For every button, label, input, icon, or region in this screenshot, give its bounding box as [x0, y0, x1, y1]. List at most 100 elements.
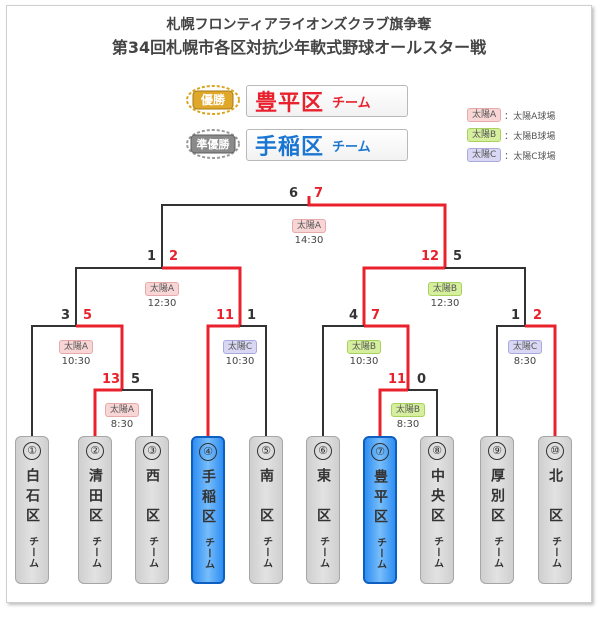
qf2-left-score: 11: [216, 308, 235, 323]
legend-desc-c: ：太陽C球場: [504, 151, 556, 162]
final-time: 14:30: [294, 235, 324, 246]
qf1-time: 10:30: [61, 356, 91, 367]
bracket-frame: 札幌フロンティアライオンズクラブ旗争奪 第34回札幌市各区対抗少年軟式野球オール…: [6, 5, 592, 603]
team-number: ⑤: [257, 442, 275, 460]
legend-item-c: 太陽C ：太陽C球場: [467, 147, 556, 163]
r1b-right-score: 0: [417, 372, 427, 387]
team-number: ⑧: [428, 442, 446, 460]
team-name: 手稲区: [200, 469, 216, 529]
r1b-venue-tag: 太陽B: [390, 403, 426, 417]
team-card-10: ⑩ 北 区 チーム: [538, 436, 572, 584]
team-suffix: チーム: [431, 536, 443, 569]
sf2-time: 12:30: [430, 298, 460, 309]
final-right-score: 7: [314, 186, 324, 201]
team-name: 中央区: [429, 468, 445, 528]
qf3-right-line: [364, 324, 410, 390]
qf4-right-line: [525, 324, 557, 436]
team-name: 白石区: [24, 468, 40, 528]
r1b-time: 8:30: [396, 419, 420, 430]
r1a-right-score: 5: [131, 372, 141, 387]
team-suffix: チーム: [89, 536, 101, 569]
r1a-left-line: [93, 388, 122, 436]
sf2-right-score: 5: [453, 249, 463, 264]
r1a-venue: 太陽A 8:30: [92, 397, 152, 430]
team-suffix: チーム: [146, 536, 158, 569]
team-number: ⑩: [546, 442, 564, 460]
qf1-venue: 太陽A 10:30: [46, 334, 106, 367]
team-suffix: チーム: [202, 537, 214, 570]
team-suffix: チーム: [491, 536, 503, 569]
team-number: ①: [23, 442, 41, 460]
final-left-score: 6: [289, 186, 299, 201]
sf1-venue: 太陽A 12:30: [132, 276, 192, 309]
qf3-venue: 太陽B 10:30: [334, 334, 394, 367]
qf2-venue-tag: 太陽C: [222, 340, 258, 354]
winner-team: 豊平区: [255, 91, 325, 116]
qf3-right-score: 7: [371, 308, 381, 323]
qf4-left-line: [496, 325, 525, 436]
team-number: ②: [86, 442, 104, 460]
legend-tag-c: 太陽C: [467, 148, 502, 162]
final-right-line: [307, 196, 447, 268]
team-name: 東 区: [315, 468, 331, 528]
qf1-venue-tag: 太陽A: [58, 340, 94, 354]
team-card-2: ② 清田区 チーム: [78, 436, 112, 584]
gold-medal-icon: 優勝: [186, 85, 240, 115]
r1b-right-line: [408, 389, 438, 436]
legend-desc-b: ：太陽B球場: [504, 131, 556, 142]
legend-desc-a: ：太陽A球場: [504, 111, 556, 122]
sf1-right-line: [162, 266, 242, 326]
qf3-left-line: [322, 325, 364, 436]
runner-up-box: 手稲区 チーム: [246, 129, 408, 161]
sf2-left-line: [362, 266, 445, 326]
qf4-left-score: 1: [511, 308, 521, 323]
silver-medal-icon: 準優勝: [186, 129, 240, 159]
runner-up-suffix: チーム: [332, 139, 371, 155]
r1b-left-score: 11: [388, 372, 407, 387]
legend-tag-a: 太陽A: [467, 108, 502, 122]
team-number: ⑥: [314, 442, 332, 460]
team-card-9: ⑨ 厚別区 チーム: [480, 436, 514, 584]
r1b-left-line: [378, 388, 408, 436]
qf2-right-score: 1: [247, 308, 257, 323]
r1a-time: 8:30: [110, 419, 134, 430]
qf2-left-line: [206, 324, 240, 436]
legend-item-b: 太陽B ：太陽B球場: [467, 127, 555, 143]
team-number: ④: [199, 443, 217, 461]
bracket-lines: [31, 196, 557, 436]
team-card-5: ⑤ 南 区 チーム: [249, 436, 283, 584]
title-line2: 第34回札幌市各区対抗少年軟式野球オールスター戦: [111, 38, 487, 57]
team-number: ③: [143, 442, 161, 460]
qf2-right-line: [240, 325, 267, 436]
team-card-7: ⑦ 豊平区 チーム: [363, 436, 397, 584]
runner-up-team: 手稲区: [255, 135, 325, 160]
team-suffix: チーム: [374, 537, 386, 570]
team-name: 南 区: [258, 468, 274, 528]
legend-item-a: 太陽A ：太陽A球場: [467, 107, 555, 123]
qf2-time: 10:30: [225, 356, 255, 367]
team-number: ⑦: [371, 443, 389, 461]
qf4-right-score: 2: [533, 308, 543, 323]
winner-box: 豊平区 チーム: [246, 85, 408, 117]
team-name: 厚別区: [489, 468, 505, 528]
team-name: 西 区: [144, 468, 160, 528]
team-card-1: ① 白石区 チーム: [15, 436, 49, 584]
qf1-left-score: 3: [61, 308, 71, 323]
team-name: 豊平区: [372, 469, 388, 529]
qf1-left-line: [31, 325, 76, 436]
team-card-6: ⑥ 東 区 チーム: [306, 436, 340, 584]
team-name: 北 区: [547, 468, 563, 528]
sf2-right-line: [445, 267, 526, 326]
r1b-venue: 太陽B 8:30: [378, 397, 438, 430]
qf3-left-score: 4: [349, 308, 359, 323]
final-venue-tag: 太陽A: [291, 219, 327, 233]
sf1-time: 12:30: [147, 298, 177, 309]
title-line1: 札幌フロンティアライオンズクラブ旗争奪: [166, 17, 432, 33]
team-suffix: チーム: [549, 536, 561, 569]
qf4-time: 8:30: [513, 356, 537, 367]
sf1-left-line: [75, 267, 162, 326]
qf2-venue: 太陽C 10:30: [210, 334, 270, 367]
qf3-venue-tag: 太陽B: [346, 340, 382, 354]
legend-tag-b: 太陽B: [467, 128, 502, 142]
team-suffix: チーム: [26, 536, 38, 569]
